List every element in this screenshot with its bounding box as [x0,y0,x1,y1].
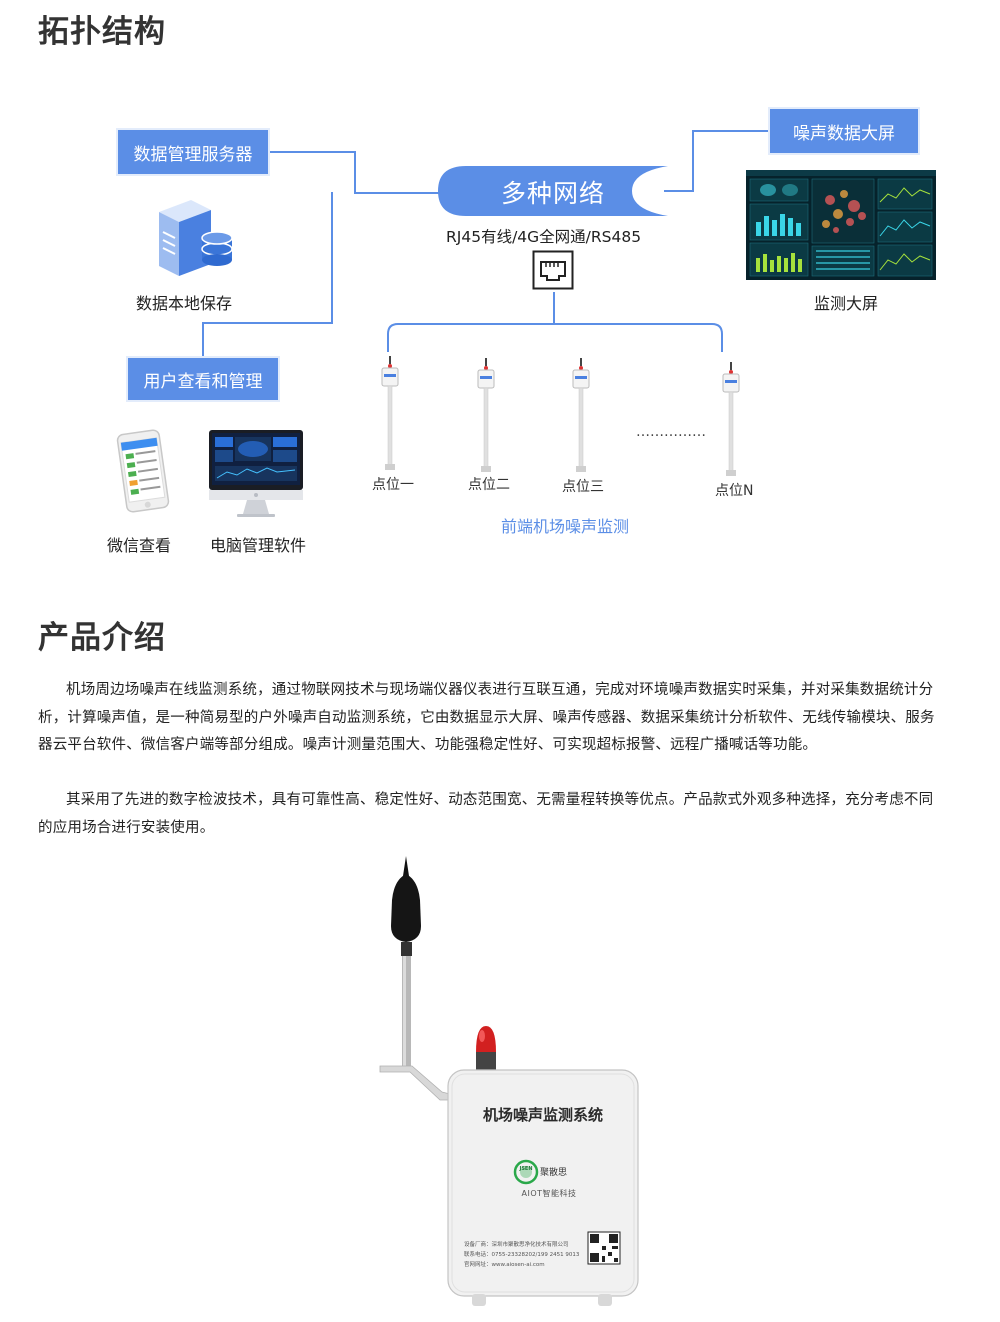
local-storage-label: 数据本地保存 [136,294,233,313]
device-info-line: 官网网址：www.aiosen-ai.com [464,1262,545,1268]
big-screen-box: 噪声数据大屏 [768,107,920,155]
network-cloud-icon [436,164,670,218]
user-box: 用户查看和管理 [126,356,280,402]
intro-heading: 产品介绍 [38,620,166,656]
topology-heading: 拓扑结构 [38,14,166,50]
intro-paragraph: 其采用了先进的数字检波技术，具有可靠性高、稳定性好、动态范围宽、无需量程转换等优… [38,792,934,836]
device-info-line: 联系电话：0755-23328202/199 2451 9013 [464,1252,580,1258]
point-label: 点位N [715,483,754,499]
front-end-label: 前端机场噪声监测 [501,517,630,536]
monitor-screen-label: 监测大屏 [814,294,879,313]
point-label: 点位二 [468,477,510,493]
device-brand-cn: 聚散思 [540,1168,568,1178]
sensor-post-icon [570,358,592,478]
points-bracket [380,290,730,360]
device-photo [376,856,646,1316]
server-box: 数据管理服务器 [116,128,270,176]
network-types-label: RJ45有线/4G全网通/RS485 [446,228,642,246]
rj45-port-icon [532,250,574,290]
intro-paragraph: 机场周边场噪声在线监测系统，通过物联网技术与现场端仪器仪表进行互联互通，完成对环… [38,682,935,753]
device-logo-text: JSEN [519,1166,533,1172]
dashboard-screen-icon [746,170,936,280]
wechat-label: 微信查看 [107,536,172,555]
sensor-post-icon [379,356,401,476]
device-info-block: 设备厂商：深圳市聚散思净化技术有限公司 联系电话：0755-23328202/1… [464,1240,594,1270]
device-info-line: 设备厂商：深圳市聚散思净化技术有限公司 [464,1242,569,1248]
ellipsis-label: …………… [636,424,706,440]
computer-icon [207,428,305,520]
pc-software-label: 电脑管理软件 [210,536,307,555]
point-label: 点位三 [562,479,604,495]
sensor-post-icon [475,358,497,478]
device-panel-title: 机场噪声监测系统 [482,1106,603,1124]
server-icon [155,192,235,278]
network-cloud-label: 多种网络 [500,179,605,208]
sensor-post-icon [720,362,742,482]
device-brand-sub: AIOT智能科技 [521,1189,577,1198]
phone-icon [112,428,174,514]
point-label: 点位一 [372,477,414,493]
